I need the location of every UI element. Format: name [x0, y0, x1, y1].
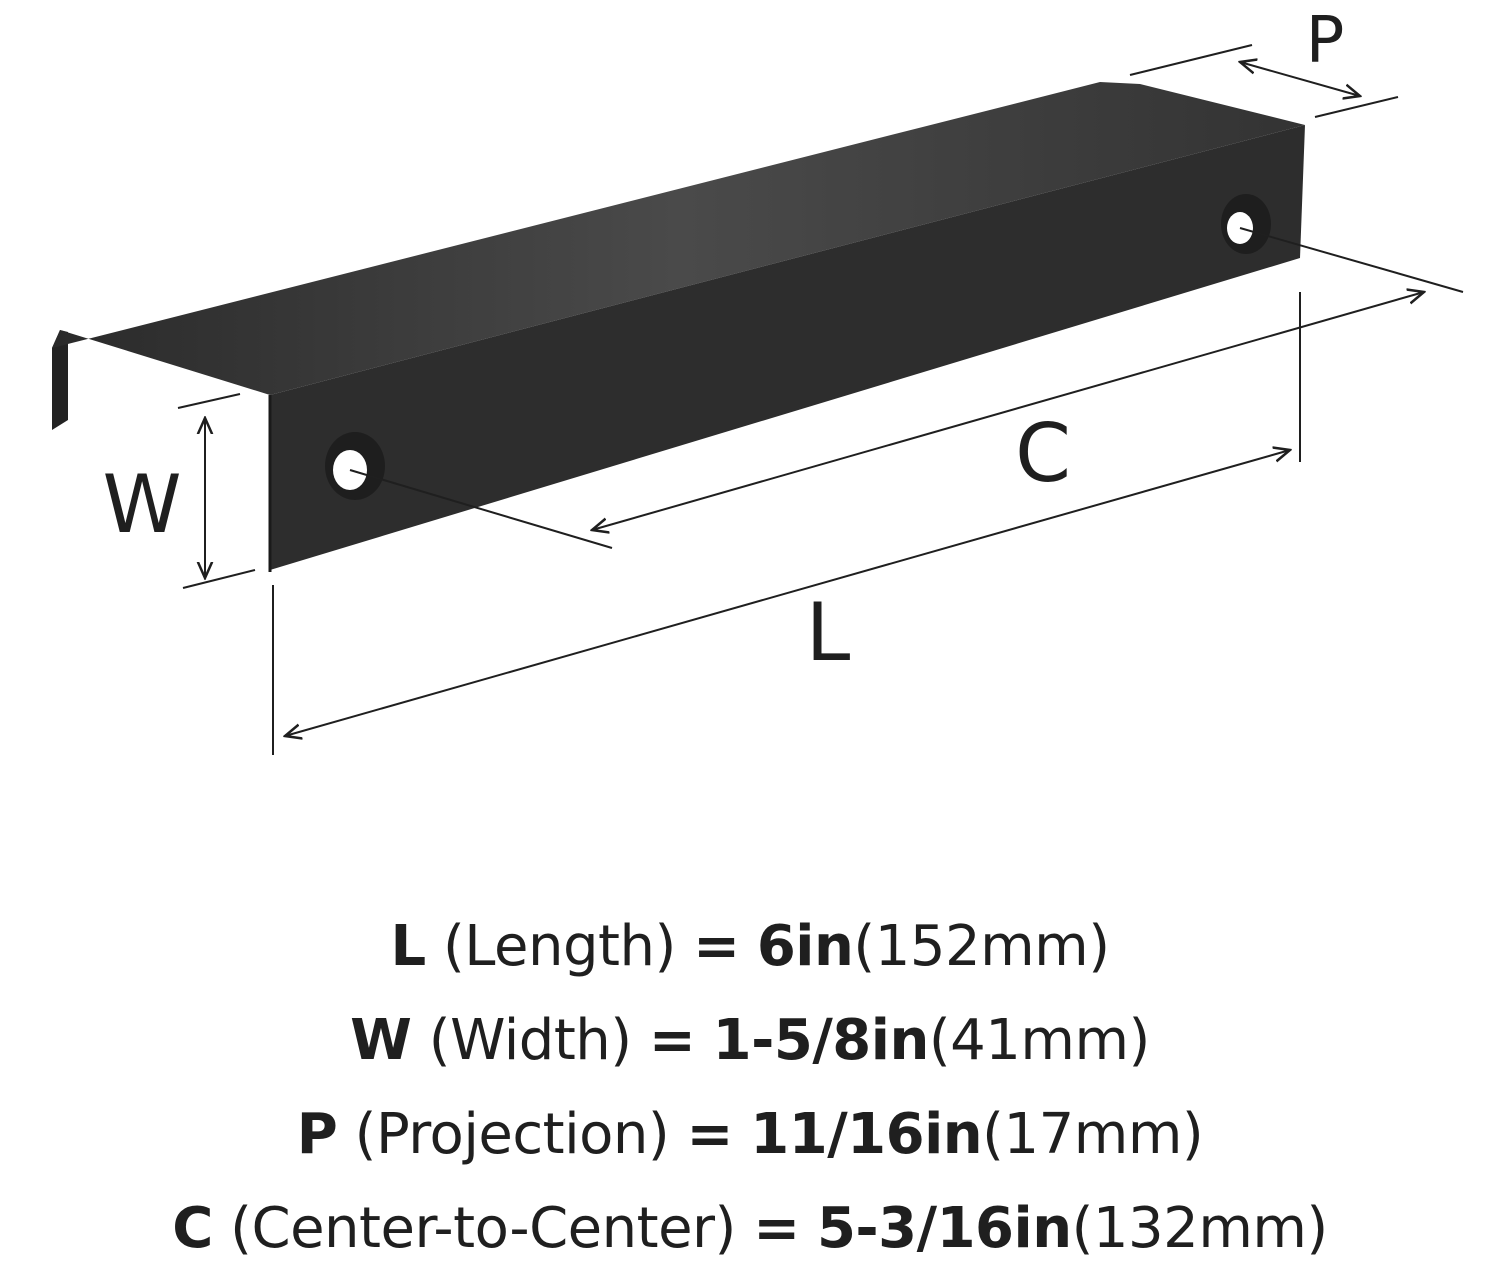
- spec-letter: C: [172, 1196, 213, 1261]
- spec-equals: =: [686, 1102, 734, 1167]
- spec-letter: L: [390, 914, 426, 979]
- pull-back-flange: [52, 330, 68, 430]
- p-dimension-arrow: [1240, 62, 1360, 96]
- p-label: P: [1306, 4, 1345, 78]
- spec-metric: (152mm): [853, 914, 1110, 979]
- spec-metric: (41mm): [928, 1008, 1151, 1073]
- spec-name: (Center-to-Center): [230, 1196, 736, 1261]
- c-centerline-right: [1239, 227, 1464, 293]
- spec-value: 1-5/8in: [712, 1008, 930, 1073]
- spec-value: 11/16in: [750, 1102, 983, 1167]
- spec-value: 5-3/16in: [816, 1196, 1072, 1261]
- w-label: W: [102, 458, 181, 551]
- pull-top-surface: [52, 82, 1305, 395]
- screw-hole-right: [1221, 194, 1271, 254]
- dimension-diagram: P W C L: [52, 4, 1464, 755]
- spec-name: (Length): [442, 914, 676, 979]
- spec-value: 6in: [756, 914, 854, 979]
- l-label: L: [806, 586, 851, 679]
- spec-length: L (Length) = 6in(152mm): [0, 900, 1500, 994]
- spec-width: W (Width) = 1-5/8in(41mm): [0, 994, 1500, 1088]
- spec-letter: P: [296, 1102, 338, 1167]
- c-label: C: [1015, 407, 1071, 500]
- w-extension-line-bottom: [182, 569, 256, 589]
- spec-projection: P (Projection) = 11/16in(17mm): [0, 1088, 1500, 1182]
- spec-metric: (17mm): [982, 1102, 1204, 1167]
- spec-equals: =: [693, 914, 740, 979]
- w-extension-line-top: [177, 393, 241, 409]
- spec-equals: =: [753, 1196, 800, 1261]
- screw-hole-left: [325, 432, 385, 500]
- p-extension-line-back: [1129, 44, 1253, 76]
- spec-center-to-center: C (Center-to-Center) = 5-3/16in(132mm): [0, 1182, 1500, 1276]
- p-extension-line-front: [1314, 96, 1399, 118]
- spec-equals: =: [648, 1008, 696, 1073]
- specification-list: L (Length) = 6in(152mm) W (Width) = 1-5/…: [0, 900, 1500, 1276]
- dimension-lines: [177, 44, 1464, 755]
- l-dimension-arrow: [285, 450, 1290, 736]
- spec-letter: W: [350, 1008, 412, 1073]
- spec-metric: (132mm): [1071, 1196, 1329, 1261]
- spec-name: (Width): [428, 1008, 632, 1073]
- spec-name: (Projection): [354, 1102, 670, 1167]
